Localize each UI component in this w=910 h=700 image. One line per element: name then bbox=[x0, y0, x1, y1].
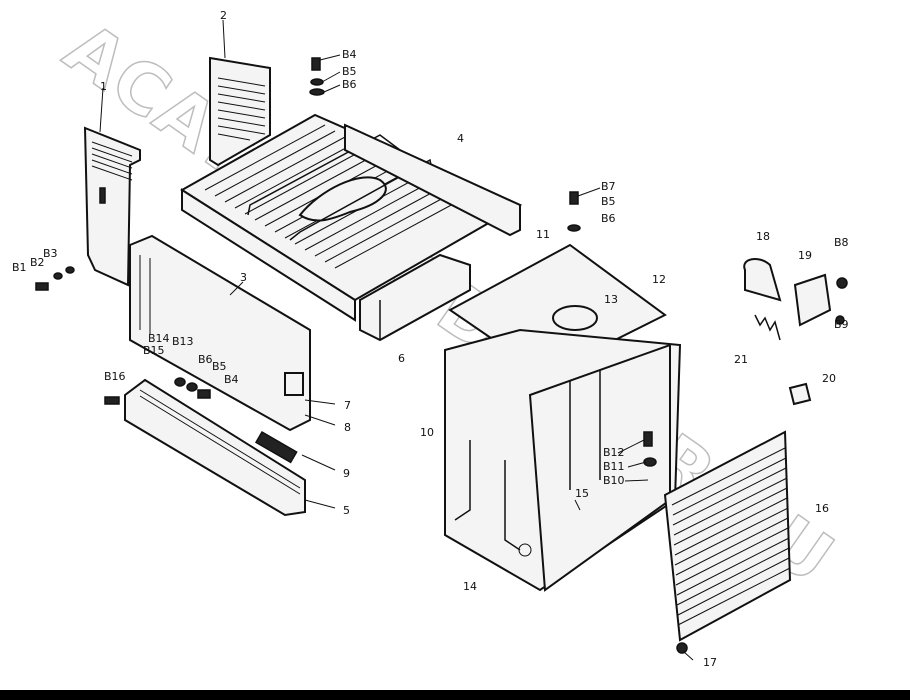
callout-b4-top: B4 bbox=[342, 48, 357, 61]
callout-b5-low: B5 bbox=[212, 360, 227, 373]
latch-assembly bbox=[743, 258, 848, 406]
callout-b15: B15 bbox=[143, 344, 165, 357]
callout-b16: B16 bbox=[104, 370, 126, 383]
callout-b7: B7 bbox=[601, 180, 616, 193]
callout-2: 2 bbox=[220, 9, 227, 22]
callout-7: 7 bbox=[344, 399, 351, 412]
main-housing bbox=[444, 328, 682, 592]
callout-12: 12 bbox=[652, 273, 666, 286]
radiator-top-frame bbox=[180, 113, 523, 322]
callout-b6-mid: B6 bbox=[601, 212, 616, 225]
callout-b14: B14 bbox=[148, 332, 170, 345]
callout-b12: B12 bbox=[603, 446, 625, 459]
callout-b4-low: B4 bbox=[224, 373, 239, 386]
callout-20: 20 bbox=[822, 372, 836, 385]
bottom-border bbox=[0, 690, 910, 700]
callout-6: 6 bbox=[398, 352, 405, 365]
callout-3: 3 bbox=[240, 271, 247, 284]
callout-13: 13 bbox=[604, 293, 618, 306]
callout-b6-low: B6 bbox=[198, 353, 213, 366]
callout-10: 10 bbox=[420, 426, 434, 439]
rear-panel bbox=[209, 56, 271, 167]
leader-lines bbox=[99, 19, 694, 661]
callout-b9: B9 bbox=[834, 318, 849, 331]
callout-b1: B1 bbox=[12, 261, 27, 274]
callout-b3: B3 bbox=[43, 247, 58, 260]
frame-bars bbox=[359, 253, 471, 342]
callout-b5-top: B5 bbox=[342, 65, 357, 78]
callout-b11: B11 bbox=[603, 460, 625, 473]
callout-19: 19 bbox=[798, 249, 812, 262]
callout-15: 15 bbox=[575, 487, 589, 500]
callout-11: 11 bbox=[536, 228, 550, 241]
callout-1: 1 bbox=[100, 80, 107, 93]
callout-5: 5 bbox=[343, 504, 350, 517]
left-side-panel bbox=[83, 126, 141, 287]
callout-b6-top: B6 bbox=[342, 78, 357, 91]
callout-b2: B2 bbox=[30, 256, 45, 269]
callout-16: 16 bbox=[815, 502, 829, 515]
front-door bbox=[129, 234, 311, 432]
callout-21: 21 bbox=[734, 353, 748, 366]
callout-b8: B8 bbox=[834, 236, 849, 249]
fasteners bbox=[35, 57, 688, 654]
callout-9: 9 bbox=[343, 467, 350, 480]
side-grille bbox=[663, 430, 792, 642]
callout-14: 14 bbox=[463, 580, 477, 593]
callout-b10: B10 bbox=[603, 474, 625, 487]
callout-b5-mid: B5 bbox=[601, 195, 616, 208]
callout-4: 4 bbox=[457, 132, 464, 145]
callout-18: 18 bbox=[756, 230, 770, 243]
callout-8: 8 bbox=[344, 421, 351, 434]
callout-b13: B13 bbox=[172, 335, 194, 348]
callout-17: 17 bbox=[703, 656, 717, 669]
lower-grille bbox=[124, 378, 306, 517]
callout-labels: 1 2 3 4 5 6 7 8 9 10 11 12 13 14 15 16 1… bbox=[12, 9, 849, 669]
